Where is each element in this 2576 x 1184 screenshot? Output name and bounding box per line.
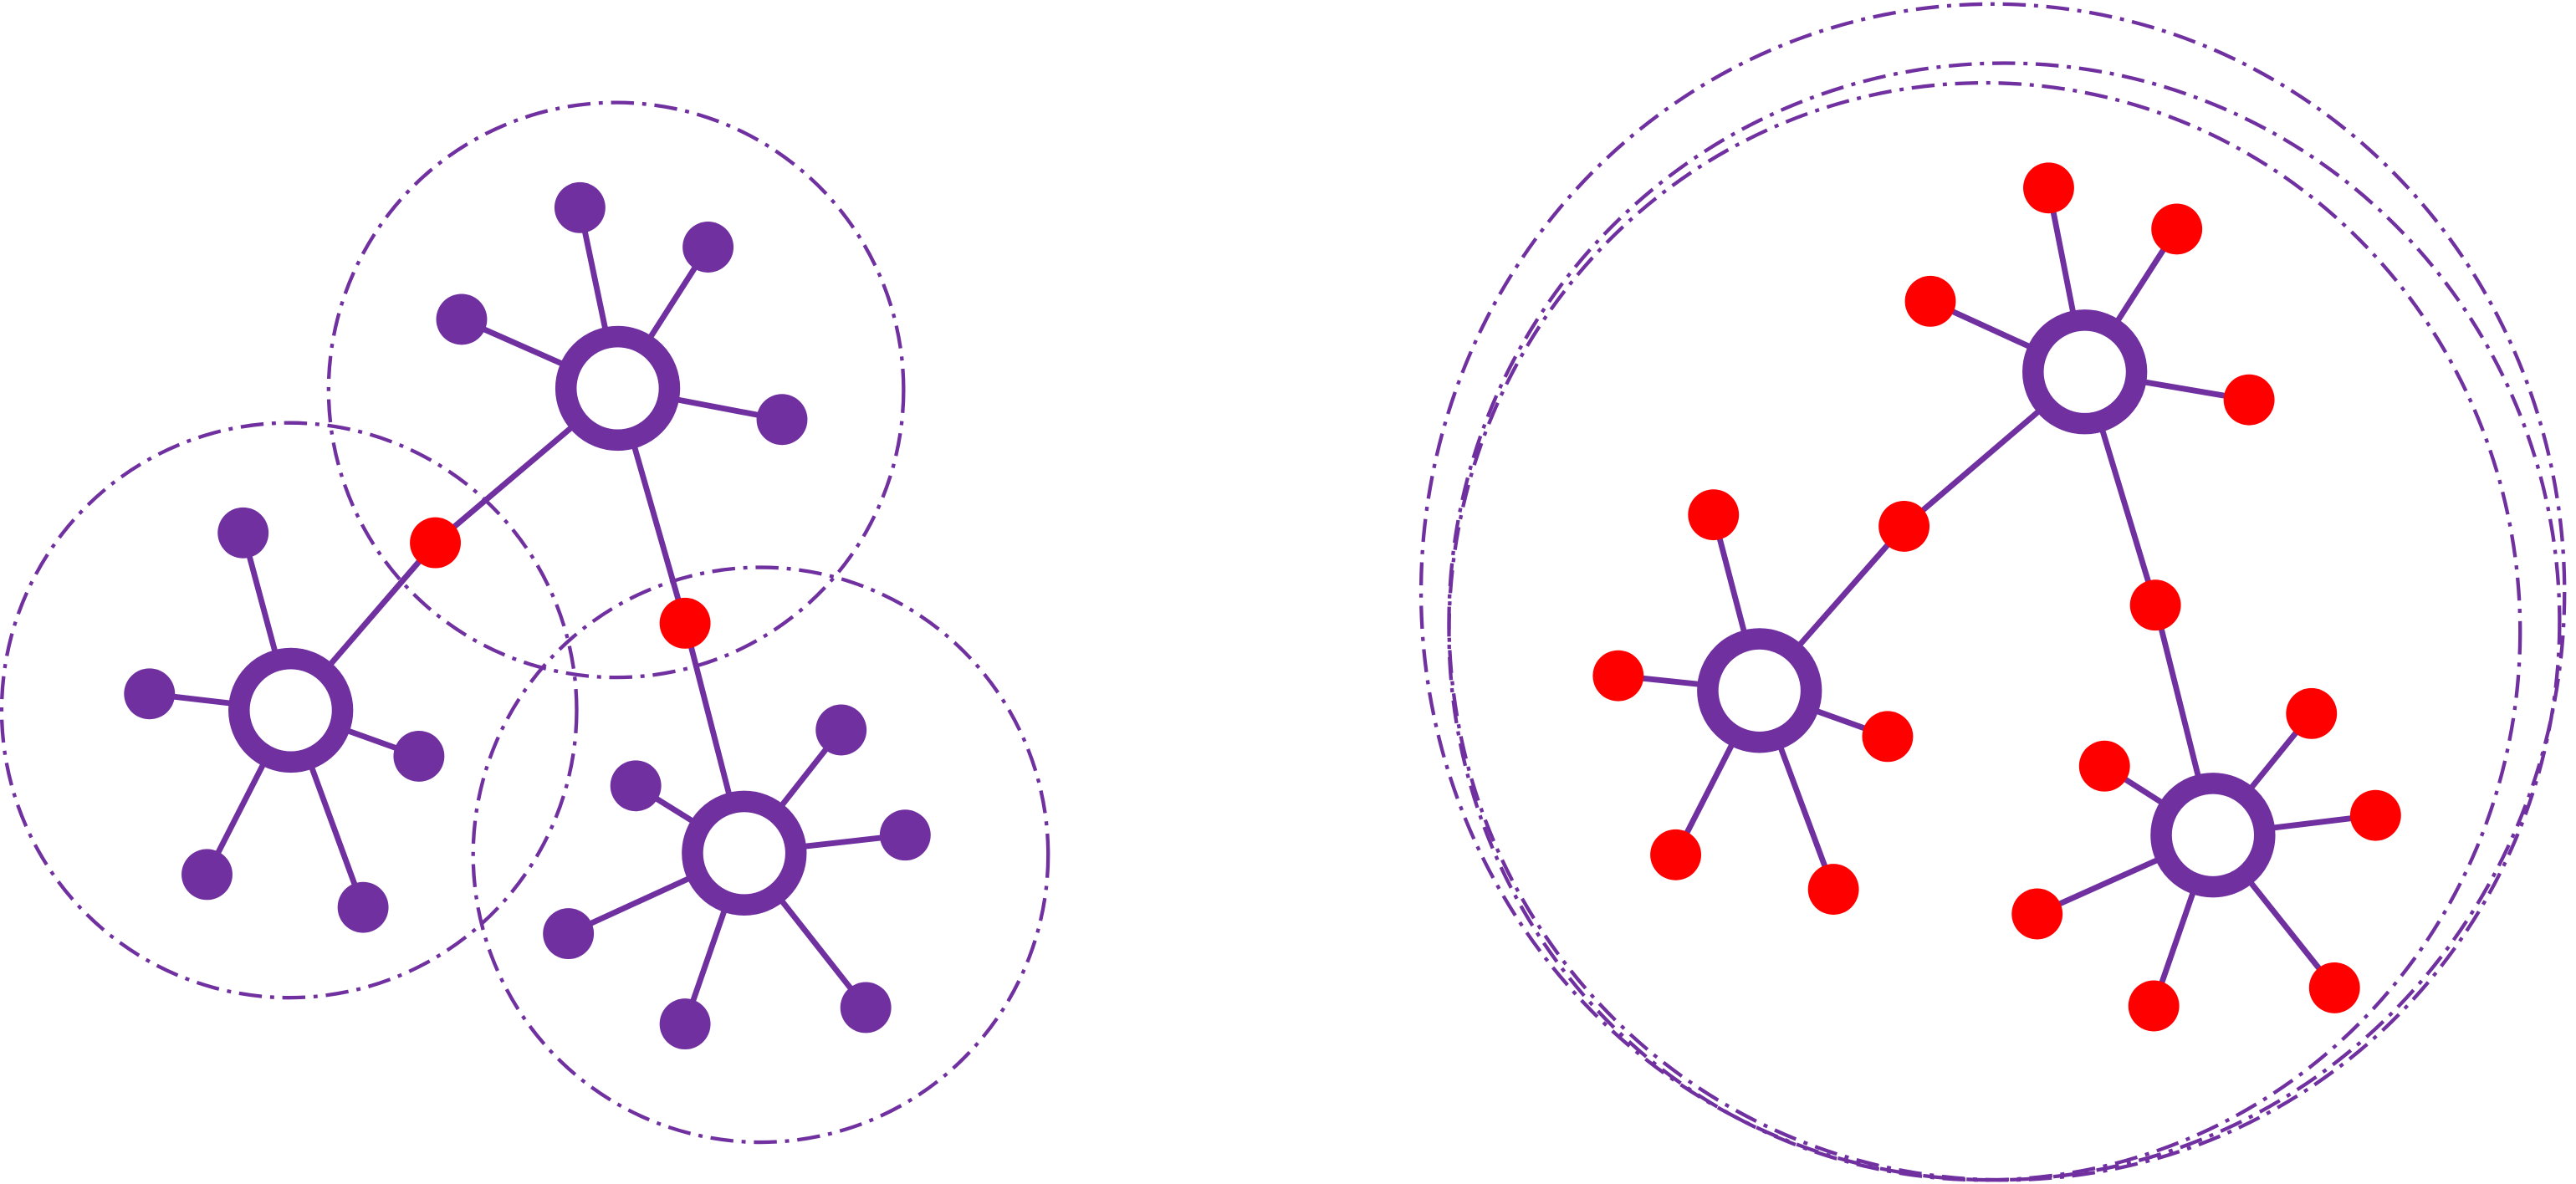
cluster-boundary <box>1418 2 2567 1182</box>
hub-node <box>2022 309 2148 435</box>
cluster-boundary <box>1447 80 2522 1182</box>
leaf-node <box>1807 864 1859 915</box>
leaf-node <box>1862 711 1914 763</box>
cluster-boundary <box>1447 61 2562 1182</box>
leaf-node <box>2223 374 2275 426</box>
leaf-node <box>181 849 233 901</box>
leaf-node <box>1650 829 1702 880</box>
hub-node <box>682 790 807 916</box>
connector-node <box>410 517 461 569</box>
leaf-node <box>2078 740 2130 792</box>
leaf-node <box>682 222 734 273</box>
leaf-node <box>1904 275 1956 327</box>
hub-node <box>228 647 354 773</box>
hub-node <box>2150 773 2276 898</box>
leaf-node <box>1592 650 1644 702</box>
leaf-node <box>659 998 711 1050</box>
leaf-node <box>2349 789 2401 841</box>
leaf-node <box>2308 962 2360 1013</box>
leaf-node <box>2286 687 2338 739</box>
leaf-node <box>217 507 269 559</box>
cluster-boundary <box>326 100 906 680</box>
leaf-node <box>879 809 931 861</box>
leaf-node <box>393 730 445 782</box>
connector-node <box>2129 579 2181 631</box>
leaf-node <box>2023 162 2074 214</box>
connector-node <box>1878 500 1930 552</box>
leaf-node <box>543 908 595 960</box>
leaf-node <box>815 704 867 756</box>
right-network-group <box>1418 2 2567 1182</box>
leaf-node <box>2011 888 2063 940</box>
hub-node <box>1697 628 1822 753</box>
left-network-group <box>0 100 1050 1145</box>
leaf-node <box>337 881 389 933</box>
leaf-node <box>610 760 662 812</box>
cluster-boundary <box>0 421 579 1000</box>
leaf-node <box>124 668 176 720</box>
leaf-node <box>2128 980 2180 1032</box>
leaf-node <box>2151 203 2203 255</box>
leaf-node <box>554 181 606 233</box>
leaf-node <box>1688 489 1740 541</box>
leaf-node <box>840 982 892 1033</box>
connector-node <box>659 597 711 649</box>
cluster-boundary <box>471 565 1050 1145</box>
leaf-node <box>756 394 808 446</box>
hub-node <box>555 325 681 452</box>
leaf-node <box>436 293 488 345</box>
